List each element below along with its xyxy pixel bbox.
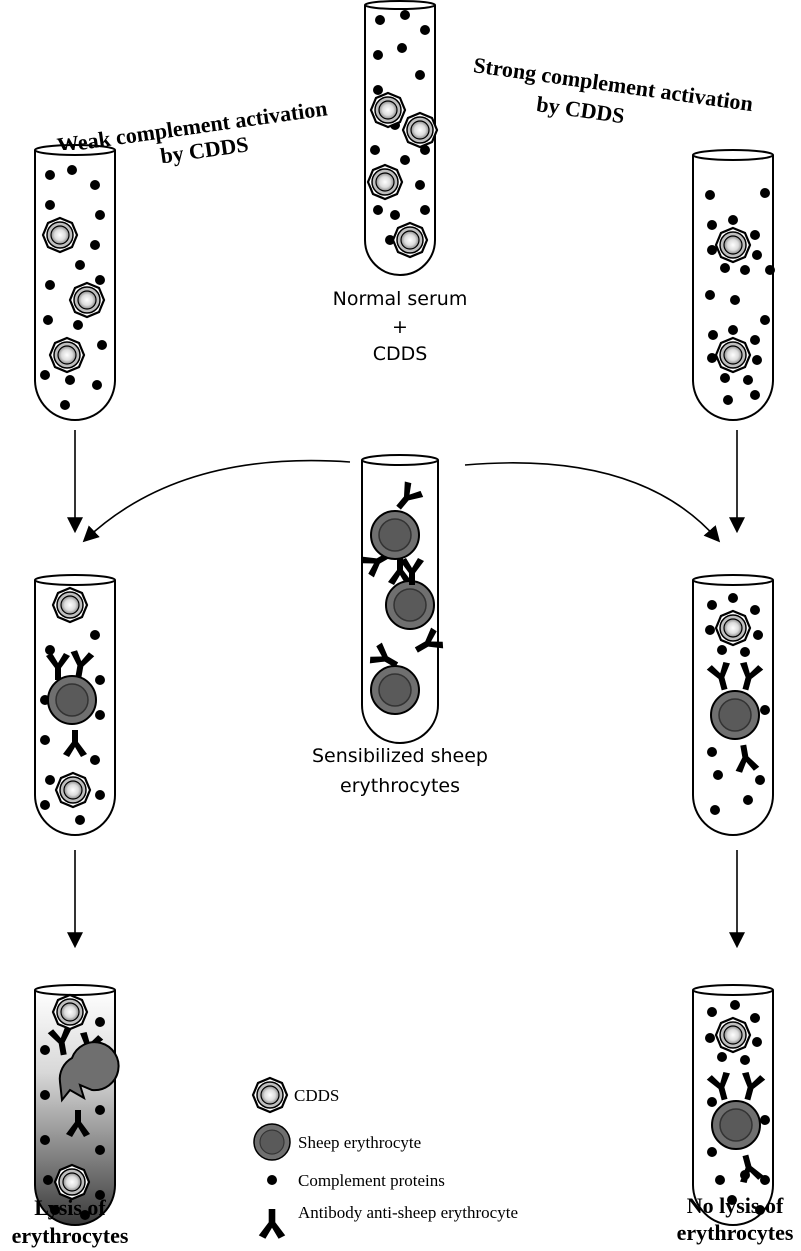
cdds-particle xyxy=(41,216,79,254)
sheep-erythrocyte xyxy=(47,675,97,725)
cdds-particle xyxy=(391,221,429,259)
cdds-particle xyxy=(48,336,86,374)
legend-cdds-label: CDDS xyxy=(294,1086,339,1105)
lysis-line2: erythrocytes xyxy=(12,1223,129,1248)
strong-title-line2: by CDDS xyxy=(535,91,626,128)
sensibilized-label: Sensibilized sheep erythrocytes xyxy=(312,745,488,797)
cdds-particle xyxy=(401,111,439,149)
sheep-erythrocyte xyxy=(711,1100,761,1150)
sheep-erythrocyte xyxy=(385,580,435,630)
normal-serum-line3: CDDS xyxy=(373,343,428,365)
strong-activation-title: Strong complement activation by CDDS xyxy=(472,52,755,128)
legend-complement-icon xyxy=(267,1175,277,1185)
right-mid-contents xyxy=(705,593,770,815)
lysis-line1: Lysis of xyxy=(34,1195,106,1220)
cdds-particle xyxy=(51,993,89,1031)
sensibilized-line1: Sensibilized sheep xyxy=(312,745,488,767)
right-top-contents xyxy=(705,188,775,405)
cdds-particle xyxy=(53,1163,91,1201)
cdds-particle xyxy=(714,609,752,647)
legend-antibody-icon xyxy=(258,1209,286,1239)
center-top-contents xyxy=(366,10,439,259)
sheep-erythrocyte xyxy=(370,665,420,715)
cdds-particle xyxy=(714,1016,752,1054)
no-lysis-label: No lysis of erythrocytes xyxy=(677,1193,794,1245)
flow-arrows xyxy=(67,430,745,949)
cdds-particle xyxy=(68,281,106,319)
arrow-curve-right xyxy=(464,462,721,543)
legend: CDDS Sheep erythrocyte Complement protei… xyxy=(251,1076,518,1239)
cdds-particle xyxy=(369,91,407,129)
lysed-erythrocyte xyxy=(58,1041,120,1103)
sheep-erythrocyte xyxy=(370,510,420,560)
normal-serum-line2: + xyxy=(392,316,408,338)
normal-serum-line1: Normal serum xyxy=(333,288,468,310)
arrow-curve-left xyxy=(82,459,351,543)
cdds-particle xyxy=(366,163,404,201)
no-lysis-line2: erythrocytes xyxy=(677,1220,794,1245)
complement-dots xyxy=(370,10,430,245)
cdds-particle xyxy=(714,226,752,264)
left-mid-contents xyxy=(40,586,105,825)
legend-erythrocyte-icon xyxy=(253,1123,291,1161)
legend-erythrocyte-label: Sheep erythrocyte xyxy=(298,1133,421,1152)
left-top-contents xyxy=(40,165,107,410)
normal-serum-label: Normal serum + CDDS xyxy=(333,288,468,365)
left-bottom-contents xyxy=(40,993,120,1220)
legend-antibody-label: Antibody anti-sheep erythrocyte xyxy=(298,1203,518,1222)
sensibilized-line2: erythrocytes xyxy=(340,775,460,797)
cdds-particle xyxy=(51,586,89,624)
no-lysis-line1: No lysis of xyxy=(687,1193,784,1218)
lysis-label: Lysis of erythrocytes xyxy=(12,1195,129,1248)
sheep-erythrocyte xyxy=(710,690,760,740)
right-bottom-contents xyxy=(705,1000,770,1215)
cdds-particle xyxy=(714,336,752,374)
cdds-particle xyxy=(54,771,92,809)
legend-complement-label: Complement proteins xyxy=(298,1171,445,1190)
legend-cdds-icon xyxy=(251,1076,289,1114)
